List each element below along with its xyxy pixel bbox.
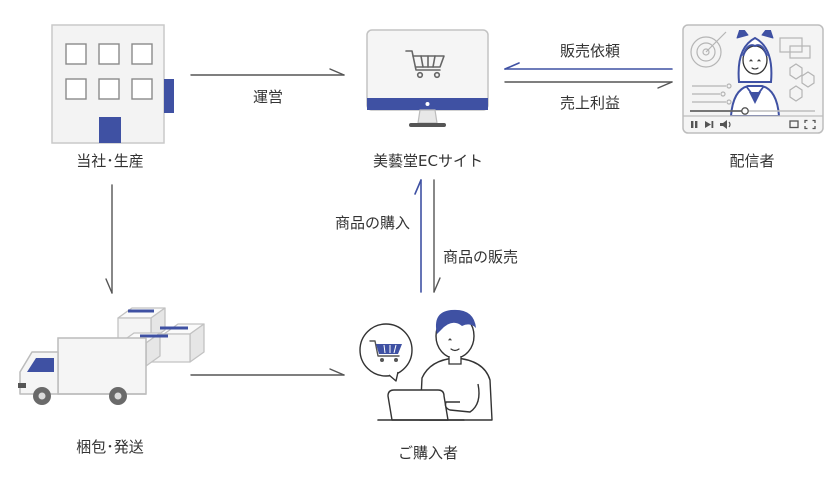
person-laptop-icon [359, 309, 493, 421]
node-label-streamer: 配信者 [729, 152, 775, 170]
node-label-buyer: ご購入者 [397, 444, 459, 462]
arrow-ec-to-buyer [433, 179, 441, 293]
arrow-packing-to-buyer [190, 368, 345, 376]
delivery-truck-icon [18, 307, 205, 405]
monitor-cart-icon [366, 29, 489, 127]
arrow-company-to-ec [190, 68, 345, 76]
fullscreen-icon [804, 119, 816, 130]
miniplayer-icon [789, 120, 799, 129]
arrow-company-to-packing [105, 184, 113, 294]
truck-window [27, 358, 54, 372]
speech-bubble-cart-icon [359, 323, 413, 382]
arrow-buyer-to-ec [414, 179, 422, 293]
edge-label-product-purchase: 商品の購入 [334, 214, 410, 232]
shopping-cart-icon [405, 50, 445, 79]
edge-label-product-sale: 商品の販売 [443, 248, 519, 266]
volume-icon [720, 120, 731, 129]
video-player-icon [682, 24, 824, 134]
node-label-company: 当社･生産 [76, 152, 144, 170]
arrow-streamer-to-ec [504, 62, 673, 70]
connector-arrows [105, 62, 673, 376]
streamer-avatar [729, 30, 781, 116]
edge-label-sales-profit: 売上利益 [559, 94, 621, 112]
building-icon [51, 24, 174, 144]
node-label-ec-site: 美藝堂ECサイト [373, 152, 483, 170]
next-icon [705, 121, 714, 128]
edge-label-sales-request: 販売依頼 [559, 42, 621, 60]
node-label-packing: 梱包･発送 [76, 438, 144, 456]
edge-label-operation: 運営 [252, 88, 284, 106]
pause-icon [691, 121, 698, 128]
arrow-ec-to-streamer [504, 81, 673, 89]
